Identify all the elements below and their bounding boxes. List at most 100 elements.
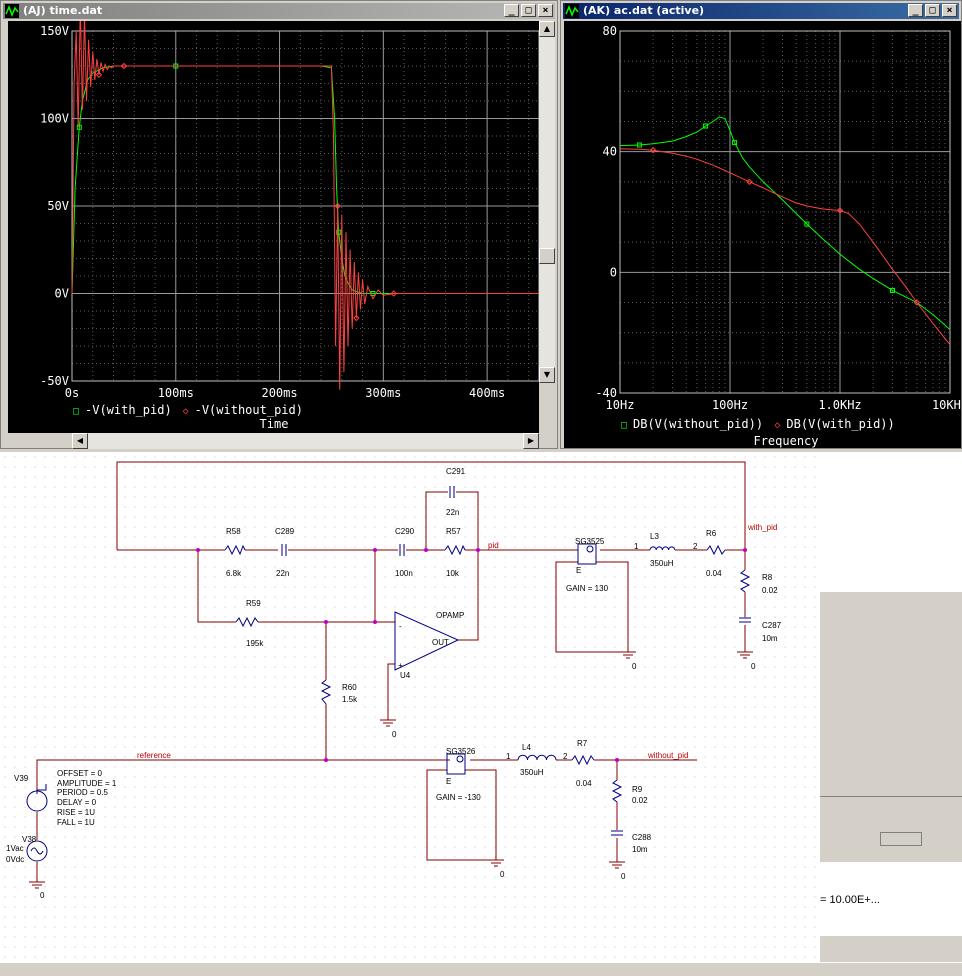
ac-chart: Frequency 10Hz100Hz1.0KHz10KHz80400-40□D… bbox=[595, 24, 961, 448]
series-line bbox=[71, 21, 539, 390]
label-V39: V39 bbox=[14, 774, 29, 783]
legend-label: -V(without_pid) bbox=[195, 403, 303, 417]
resistor-icon bbox=[235, 616, 259, 628]
data-point bbox=[95, 71, 103, 78]
ac-xlabel: Frequency bbox=[753, 434, 818, 448]
label-R6: R6 bbox=[706, 529, 717, 538]
capacitor-icon bbox=[449, 486, 455, 498]
legend-label: -V(with_pid) bbox=[85, 403, 172, 417]
legend-marker: □ bbox=[73, 406, 79, 417]
maximize-button[interactable]: □ bbox=[925, 4, 940, 17]
resistor-icon bbox=[320, 679, 332, 705]
ac-plot-window[interactable]: (AK) ac.dat (active) _ □ × Frequency 10H… bbox=[560, 0, 962, 449]
opamp-icon bbox=[394, 611, 460, 671]
scroll-down-arrow-icon[interactable]: ▼ bbox=[539, 367, 555, 383]
ground-label: 0 bbox=[40, 891, 45, 900]
label-E-1: E bbox=[576, 566, 581, 575]
label-E-2: E bbox=[446, 777, 451, 786]
value-L3: 350uH bbox=[650, 559, 674, 568]
scroll-left-arrow-icon[interactable]: ◀ bbox=[72, 433, 88, 449]
pin-2: 2 bbox=[693, 542, 698, 551]
data-point bbox=[703, 123, 709, 129]
taskbar-strip bbox=[0, 962, 962, 973]
value-R6: 0.04 bbox=[706, 569, 722, 578]
label-L3: L3 bbox=[650, 532, 659, 541]
resistor-icon bbox=[444, 544, 466, 556]
resistor-icon bbox=[706, 544, 726, 556]
label-V38: V38 bbox=[22, 835, 37, 844]
ac-source-icon bbox=[26, 840, 48, 862]
x-tick-label: 400ms bbox=[469, 386, 505, 400]
value-R8: 0.02 bbox=[762, 586, 778, 595]
label-OUT: OUT bbox=[432, 638, 449, 647]
value-R59: 195k bbox=[246, 639, 264, 648]
label-minus: - bbox=[399, 622, 402, 631]
label-C290: C290 bbox=[395, 527, 415, 536]
data-point bbox=[334, 202, 341, 210]
ground-label: 0 bbox=[751, 662, 756, 671]
x-tick-label: 100ms bbox=[158, 386, 194, 400]
data-point bbox=[804, 221, 810, 227]
close-button[interactable]: × bbox=[942, 4, 957, 17]
maximize-button[interactable]: □ bbox=[521, 4, 536, 17]
legend-label: DB(V(with_pid)) bbox=[786, 417, 894, 431]
value-C289: 22n bbox=[276, 569, 289, 578]
minimize-button[interactable]: _ bbox=[908, 4, 923, 17]
minimize-button[interactable]: _ bbox=[504, 4, 519, 17]
series-line bbox=[71, 65, 539, 294]
ground-label: 0 bbox=[621, 872, 626, 881]
label-U4: U4 bbox=[400, 671, 411, 680]
resistor-icon bbox=[224, 544, 246, 556]
label-SG3525: SG3525 bbox=[575, 537, 605, 546]
ground-icon bbox=[29, 881, 45, 889]
value-C290: 100n bbox=[395, 569, 413, 578]
background-window-frame bbox=[820, 592, 962, 862]
scroll-up-arrow-icon[interactable]: ▲ bbox=[539, 21, 555, 37]
time-window-titlebar[interactable]: (AJ) time.dat _ □ × bbox=[3, 3, 555, 19]
scroll-right-arrow-icon[interactable]: ▶ bbox=[523, 433, 539, 449]
ac-window-title: (AK) ac.dat (active) bbox=[583, 4, 705, 17]
schematic-canvas[interactable]: C291 22n R58 6.8k C289 22n C290 100n R57… bbox=[0, 452, 820, 972]
data-point bbox=[390, 290, 397, 297]
label-plus: + bbox=[398, 661, 403, 670]
y-tick-label: 40 bbox=[603, 145, 617, 159]
ground-icon bbox=[380, 719, 396, 727]
param-delay: DELAY = 0 bbox=[57, 798, 97, 807]
ac-window-titlebar[interactable]: (AK) ac.dat (active) _ □ × bbox=[563, 3, 959, 19]
net-pid: pid bbox=[488, 541, 499, 550]
value-R57: 10k bbox=[446, 569, 460, 578]
background-window-body: = 10.00E+... bbox=[820, 862, 962, 932]
pin-1b: 1 bbox=[506, 752, 511, 761]
y-tick-label: 0 bbox=[610, 265, 617, 279]
resistor-icon bbox=[739, 569, 751, 593]
data-point bbox=[353, 314, 360, 322]
probe-window-icon bbox=[565, 4, 579, 18]
background-window-value: = 10.00E+... bbox=[820, 894, 880, 906]
plot-frame bbox=[619, 30, 951, 394]
data-point bbox=[120, 62, 128, 70]
time-horizontal-scrollbar[interactable]: ◀ ▶ bbox=[72, 433, 539, 449]
time-vertical-scrollbar[interactable]: ▲ ▼ bbox=[539, 21, 555, 383]
value-C287: 10m bbox=[762, 634, 778, 643]
data-point bbox=[732, 140, 738, 146]
label-R7: R7 bbox=[577, 739, 588, 748]
close-button[interactable]: × bbox=[538, 4, 553, 17]
x-tick-label: 0s bbox=[65, 386, 79, 400]
label-C288: C288 bbox=[632, 833, 652, 842]
label-C287: C287 bbox=[762, 621, 782, 630]
x-tick-label: 10KHz bbox=[932, 398, 961, 412]
value-R60: 1.5k bbox=[342, 695, 358, 704]
gain-block-icon bbox=[446, 753, 466, 775]
scroll-thumb[interactable] bbox=[539, 248, 555, 264]
data-point bbox=[76, 124, 82, 130]
capacitor-icon bbox=[611, 830, 623, 836]
wires bbox=[36, 461, 746, 882]
y-tick-label: -40 bbox=[595, 386, 617, 400]
capacitor-icon bbox=[739, 617, 751, 623]
y-tick-label: 80 bbox=[603, 24, 617, 38]
ac-plot-area[interactable]: Frequency 10Hz100Hz1.0KHz10KHz80400-40□D… bbox=[564, 21, 961, 448]
value-gain1: GAIN = 130 bbox=[566, 584, 609, 593]
data-point bbox=[336, 229, 342, 235]
